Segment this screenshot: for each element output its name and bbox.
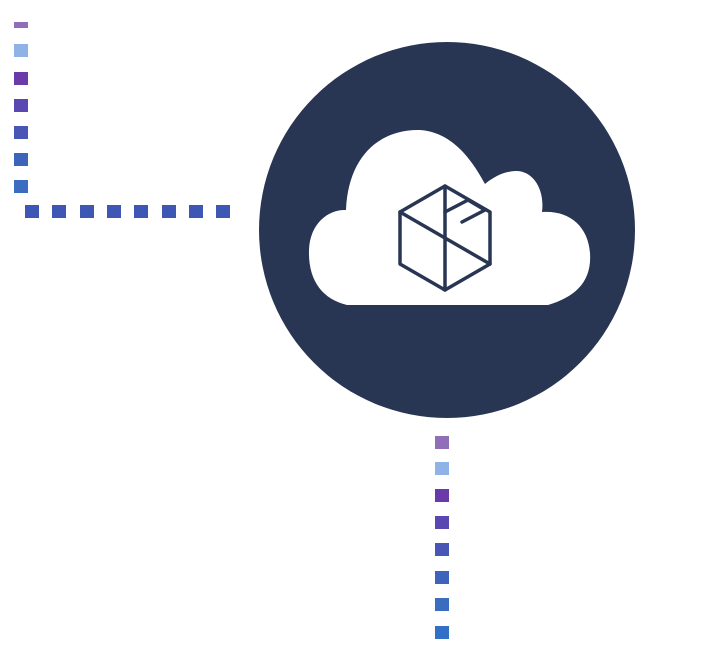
connector-square bbox=[14, 99, 28, 112]
connector-square bbox=[14, 72, 28, 85]
connector-square bbox=[14, 153, 28, 166]
connector-square bbox=[435, 598, 449, 611]
cube-icon bbox=[398, 184, 492, 292]
connector-square bbox=[14, 44, 28, 57]
connector-square bbox=[14, 22, 28, 28]
connector-square bbox=[14, 180, 28, 193]
connector-square bbox=[107, 205, 121, 218]
connector-square bbox=[435, 489, 449, 502]
connector-square bbox=[134, 205, 148, 218]
connector-square bbox=[52, 205, 66, 218]
connector-square bbox=[162, 205, 176, 218]
connector-square bbox=[435, 462, 449, 475]
connector-square bbox=[189, 205, 203, 218]
connector-square bbox=[216, 205, 230, 218]
cloud-icon bbox=[308, 129, 591, 305]
connector-square bbox=[435, 626, 449, 639]
connector-square bbox=[435, 436, 449, 449]
connector-square bbox=[25, 205, 39, 218]
connector-square bbox=[435, 571, 449, 584]
connector-square bbox=[14, 126, 28, 139]
connector-square bbox=[435, 516, 449, 529]
connector-square bbox=[80, 205, 94, 218]
connector-square bbox=[435, 543, 449, 556]
